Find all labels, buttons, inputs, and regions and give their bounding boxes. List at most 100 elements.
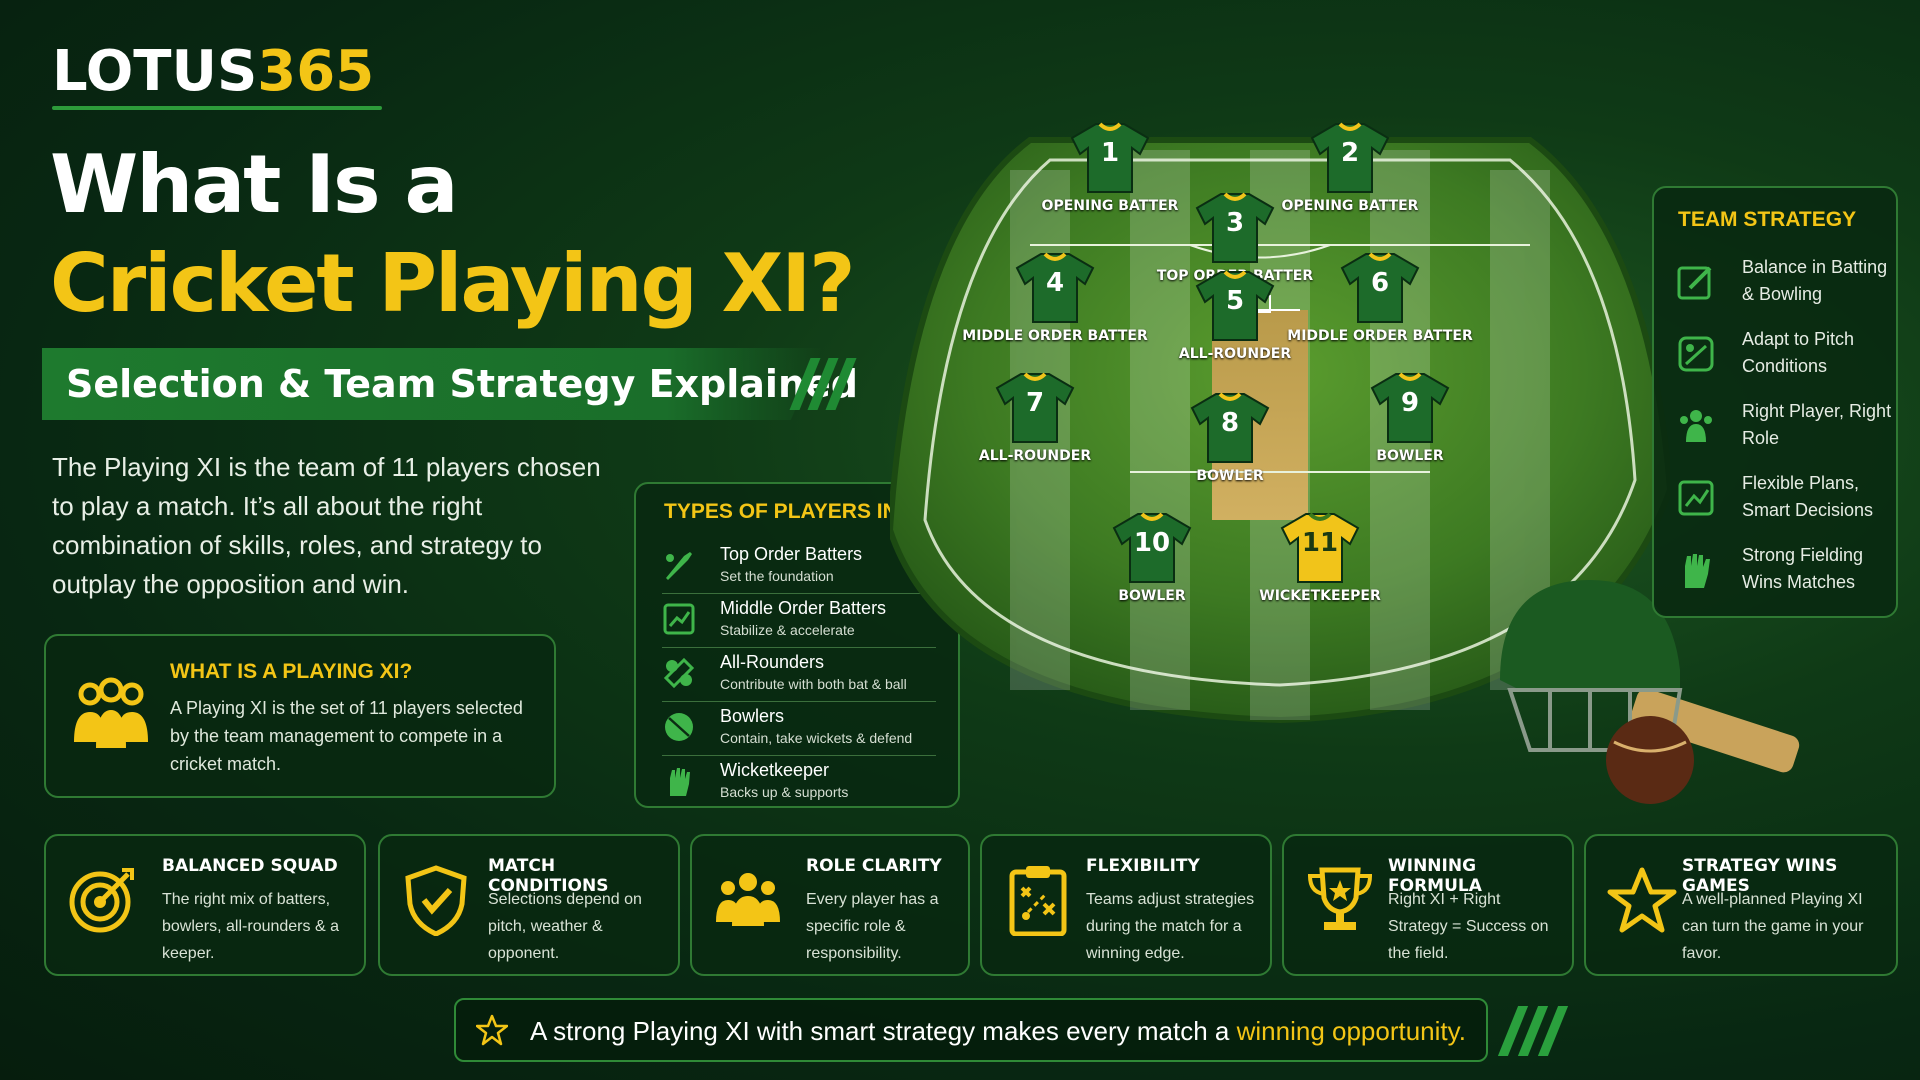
player-jersey-10: 10 xyxy=(1112,510,1192,584)
brand-logo: LOTUS365 xyxy=(52,39,375,104)
player-jersey-11: 11 xyxy=(1280,510,1360,584)
feature-heading: MATCH CONDITIONS xyxy=(488,856,609,896)
glove-icon xyxy=(1685,554,1710,588)
subtitle-banner xyxy=(42,348,822,420)
feature-winning-formula: WINNING FORMULA Right XI + Right Strateg… xyxy=(1282,834,1574,976)
type-item-wicketkeeper: Wicketkeeper Backs up & supports xyxy=(662,756,936,810)
type-item-middle-order: Middle Order Batters Stabilize & acceler… xyxy=(662,594,936,648)
what-is-heading: WHAT IS A PLAYING XI? xyxy=(170,660,413,683)
players-icon xyxy=(1680,410,1712,442)
type-title: Wicketkeeper xyxy=(720,760,830,780)
type-title: Middle Order Batters xyxy=(720,598,887,618)
player-jersey-6: 6 xyxy=(1340,250,1420,324)
feature-text: Teams adjust strategies during the match… xyxy=(1086,891,1255,962)
player-role-label: ALL-ROUNDER xyxy=(978,448,1092,464)
strategy-item: Right Player, Right Role xyxy=(1676,398,1891,462)
feature-heading: BALANCED SQUAD xyxy=(162,856,338,876)
player-jersey-7: 7 xyxy=(995,370,1075,444)
feature-text: Right XI + Right Strategy = Success on t… xyxy=(1388,891,1549,962)
footer-text: A strong Playing XI with smart strategy … xyxy=(530,1016,1466,1047)
type-item-all-rounders: All-Rounders Contribute with both bat & … xyxy=(662,648,936,702)
player-jersey-4: 4 xyxy=(1015,250,1095,324)
footer-bar: A strong Playing XI with smart strategy … xyxy=(454,998,1488,1062)
player-number: 9 xyxy=(1400,388,1420,418)
footer-text-highlight: winning opportunity. xyxy=(1236,1016,1466,1046)
player-number: 8 xyxy=(1220,408,1240,438)
page-title-line2: Cricket Playing XI? xyxy=(50,237,855,330)
plan-icon xyxy=(1678,480,1714,516)
type-desc: Set the foundation xyxy=(720,568,834,584)
footer-text-main: A strong Playing XI with smart strategy … xyxy=(530,1016,1237,1046)
feature-match-conditions: MATCH CONDITIONS Selections depend on pi… xyxy=(378,834,680,976)
strategy-text: Strong Fielding Wins Matches xyxy=(1742,545,1864,592)
chart-icon xyxy=(663,603,695,635)
player-role-label: OPENING BATTER xyxy=(1041,198,1179,214)
type-desc: Contain, take wickets & defend xyxy=(720,730,913,746)
player-role-label: BOWLER xyxy=(1196,468,1264,484)
feature-role-clarity: ROLE CLARITY Every player has a specific… xyxy=(690,834,970,976)
type-desc: Stabilize & accelerate xyxy=(720,622,855,638)
strategy-item: Adapt to Pitch Conditions xyxy=(1676,326,1886,390)
player-number: 6 xyxy=(1370,268,1390,298)
star-icon xyxy=(476,1014,508,1046)
player-number: 1 xyxy=(1100,138,1120,168)
player-jersey-2: 2 xyxy=(1310,120,1390,194)
strategy-heading: TEAM STRATEGY xyxy=(1678,208,1857,231)
player-jersey-9: 9 xyxy=(1370,370,1450,444)
player-jersey-3: 3 xyxy=(1195,190,1275,264)
feature-flexibility: FLEXIBILITY Teams adjust strategies duri… xyxy=(980,834,1272,976)
player-number: 4 xyxy=(1045,268,1065,298)
feature-text: The right mix of batters, bowlers, all-r… xyxy=(162,891,339,962)
decorative-stripes xyxy=(1497,1006,1569,1058)
logo-underline xyxy=(52,106,382,110)
player-jersey-8: 8 xyxy=(1190,390,1270,464)
player-jersey-1: 1 xyxy=(1070,120,1150,194)
page-title-line1: What Is a xyxy=(50,138,458,231)
player-role-label: ALL-ROUNDER xyxy=(1178,346,1292,362)
strategy-text: Flexible Plans, Smart Decisions xyxy=(1742,473,1874,520)
strategy-item: Flexible Plans, Smart Decisions xyxy=(1676,470,1886,534)
type-item-bowlers: Bowlers Contain, take wickets & defend xyxy=(662,702,936,756)
player-jersey-5: 5 xyxy=(1195,268,1275,342)
team-strategy-card: TEAM STRATEGY Balance in Batting & Bowli… xyxy=(1652,186,1898,618)
clipboard-icon xyxy=(1009,866,1067,936)
ball-icon xyxy=(665,713,693,741)
target-icon xyxy=(69,868,134,933)
feature-heading: WINNING FORMULA xyxy=(1388,856,1482,896)
feature-text: A well-planned Playing XI can turn the g… xyxy=(1682,891,1864,962)
decorative-stripes xyxy=(789,358,857,410)
feature-text: Every player has a specific role & respo… xyxy=(806,891,939,962)
type-desc: Backs up & supports xyxy=(720,784,849,800)
feature-balanced-squad: BALANCED SQUAD The right mix of batters,… xyxy=(44,834,366,976)
type-title: All-Rounders xyxy=(720,652,825,672)
helmet-bat-ball-graphic xyxy=(1500,580,1800,804)
pitch-icon xyxy=(1678,336,1714,372)
feature-heading: ROLE CLARITY xyxy=(806,856,942,876)
bat-ball-icon xyxy=(663,657,695,689)
feature-text: Selections depend on pitch, weather & op… xyxy=(488,891,642,962)
player-number: 5 xyxy=(1225,286,1245,316)
strategy-item: Strong Fielding Wins Matches xyxy=(1676,542,1886,606)
player-role-label: MIDDLE ORDER BATTER xyxy=(962,328,1148,344)
player-role-label: OPENING BATTER xyxy=(1281,198,1419,214)
bat-icon xyxy=(666,552,692,580)
player-role-label: WICKETKEEPER xyxy=(1259,588,1381,604)
player-number: 3 xyxy=(1225,208,1245,238)
player-role-label: MIDDLE ORDER BATTER xyxy=(1287,328,1473,344)
player-number: 7 xyxy=(1025,388,1045,418)
type-item-top-order: Top Order Batters Set the foundation xyxy=(662,540,936,594)
player-role-label: BOWLER xyxy=(1118,588,1186,604)
what-is-text: A Playing XI is the set of 11 players se… xyxy=(170,698,523,774)
type-title: Bowlers xyxy=(720,706,785,726)
trophy-icon xyxy=(1307,867,1373,930)
shield-icon xyxy=(405,865,467,936)
star-icon xyxy=(1607,867,1677,933)
type-desc: Contribute with both bat & ball xyxy=(720,676,907,692)
types-heading: TYPES OF PLAYERS IN XI xyxy=(664,500,924,523)
feature-strategy-wins: STRATEGY WINS GAMES A well-planned Playi… xyxy=(1584,834,1898,976)
intro-text: The Playing XI is the team of 11 players… xyxy=(52,452,601,599)
team-icon xyxy=(74,677,148,748)
player-number: 11 xyxy=(1301,528,1339,558)
